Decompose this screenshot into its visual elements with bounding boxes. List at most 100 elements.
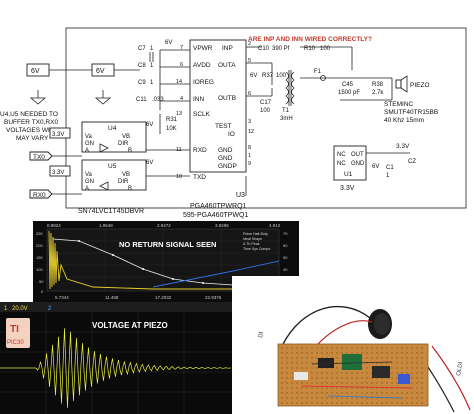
- oscilloscope-capture: 1 20.0V 2 TI PIC30 VOLTAGE AT PIEZO: [0, 302, 232, 414]
- u3-pinnum: 2: [248, 41, 251, 47]
- svg-text:3mH: 3mH: [280, 116, 293, 122]
- u3-pinnum: 3: [248, 119, 251, 125]
- u5-ref: U5: [108, 163, 117, 170]
- threshold-curve: [52, 238, 279, 286]
- u4-pin: DIR: [118, 141, 129, 147]
- u1-pin: NC: [337, 161, 346, 167]
- u5-pin: A: [85, 186, 89, 192]
- u3-pin-sclk: SCLK: [193, 111, 211, 118]
- scope-ch1-index: 1: [4, 306, 8, 312]
- u3-pinnum: 10: [176, 174, 182, 180]
- resistor-r10-value: 100: [320, 46, 331, 52]
- capacitor-c17: C17: [260, 100, 272, 106]
- svg-text:.033: .033: [152, 97, 164, 103]
- svg-text:3.3V: 3.3V: [52, 132, 64, 138]
- u5-pin: DIR: [118, 179, 129, 185]
- capacitor-c11: C11 .033: [136, 97, 164, 103]
- ti-sticker: TI PIC30: [6, 318, 30, 348]
- plot-top-tick: 2.9472: [157, 223, 171, 228]
- ground-symbol: [29, 90, 47, 105]
- capacitor-c7: C7 1: [138, 46, 154, 62]
- resistor-r38: R38: [372, 82, 384, 88]
- u4-pin: GN: [85, 141, 94, 147]
- transformer-6v-label: 6V: [250, 73, 257, 79]
- u3-pin-rxd: RXD: [193, 147, 207, 154]
- u3-pinnum: 9: [248, 161, 251, 167]
- rail-3v3-out: 3.3V: [396, 143, 410, 150]
- capacitor-c45-value: 1500 pF: [338, 90, 360, 96]
- capacitor-c1-value: 1: [386, 173, 390, 179]
- svg-text:1: 1: [150, 63, 154, 69]
- plot-left-tick: 200: [36, 243, 43, 248]
- buffer-part: SN74LVC1T45DBVR: [78, 208, 144, 215]
- plot-right-tick: 50: [283, 255, 288, 260]
- buffer-note-line2: BUFFER TX0,RX0: [4, 119, 58, 126]
- signal-rx0: [29, 189, 53, 199]
- buffer-note-line3: VOLTAGES WHICH: [6, 127, 64, 134]
- capacitor-c10: C10: [258, 46, 270, 52]
- u1-pin: OUT: [351, 152, 364, 158]
- buffer-note-line1: U4,U5 NEEDED TO: [0, 111, 58, 118]
- scope-ch1-scale: 20.0V: [12, 306, 28, 312]
- plot-left-tick: 150: [36, 255, 43, 260]
- signal-tx0: [29, 151, 53, 161]
- u3-pinnum: 4: [180, 96, 183, 102]
- svg-text:1: 1: [150, 80, 154, 86]
- resistor-r31: R31 10K: [159, 114, 178, 134]
- rail-6v-top: 6V: [165, 40, 172, 46]
- ground-symbol: [94, 90, 112, 105]
- svg-text:R31: R31: [166, 117, 178, 123]
- plot-grid: [47, 229, 279, 291]
- svg-text:C7: C7: [138, 46, 146, 52]
- plot-top-tick: 0.9824: [47, 223, 61, 228]
- piezo-transducer-icon: [368, 309, 392, 339]
- cable: [281, 305, 371, 347]
- capacitor-c1: C1: [386, 165, 394, 171]
- u4-pin: VB: [122, 134, 130, 140]
- u5-pin: VB: [122, 172, 130, 178]
- ic-chip-icon: [372, 366, 390, 378]
- u3-pin-inn: INN: [193, 96, 205, 103]
- u4-pin: Va: [85, 134, 93, 140]
- chip-u3: [189, 39, 247, 173]
- u4-pin: A: [85, 148, 89, 154]
- rail-3v3-u5: [49, 165, 71, 177]
- u5-pin: GN: [85, 179, 94, 185]
- component-icon: [398, 374, 410, 384]
- rail-3v3-u4: [49, 127, 71, 139]
- svg-text:RX0: RX0: [33, 192, 46, 199]
- buffer-arrow-icon: [99, 181, 109, 191]
- plot-bottom-tick: 11.468: [105, 295, 119, 300]
- u3-pin-ioreg: IOREG: [193, 79, 214, 86]
- protoboard: [277, 343, 429, 407]
- u3-part2: 595-PGA460TPWQ1: [183, 212, 248, 219]
- scope-title: VOLTAGE AT PIEZO: [92, 321, 168, 330]
- svg-text:C8: C8: [138, 63, 146, 69]
- u3-pinnum: 7: [180, 45, 183, 51]
- plot-bottom-tick: 22.9376: [205, 295, 222, 300]
- svg-text:Pulse Half-Duty: Pulse Half-Duty: [243, 232, 268, 236]
- u3-pin-gnd1: GND: [218, 147, 233, 154]
- plot-top-tick: 3.9296: [215, 223, 229, 228]
- resistor-r10: R10: [304, 46, 316, 52]
- u1-value: 3.3V: [340, 185, 355, 192]
- svg-text:Ideal Shape: Ideal Shape: [243, 237, 262, 241]
- plot-title: NO RETURN SIGNAL SEEN: [119, 240, 216, 249]
- u3-pin-gnd2: GND: [218, 155, 233, 162]
- plot-left-tick: 250: [36, 231, 43, 236]
- capacitor-icon: [294, 372, 308, 380]
- plot-left-tick: 50: [39, 279, 44, 284]
- u3-pinnum: 8: [248, 145, 251, 151]
- piezo-part: SMUTF40TR15BB: [384, 109, 438, 116]
- u3-ref: U3: [236, 192, 245, 199]
- resistor-r38-value: 2.7k: [372, 90, 384, 96]
- plot-top-tick: 4.912: [269, 223, 281, 228]
- u3-pin-test: TEST: [215, 123, 232, 130]
- fuse-symbol: [320, 75, 326, 81]
- u3-pinnum: 14: [176, 79, 182, 85]
- capacitor-c8: C8 1: [138, 63, 154, 69]
- transformer-t1: T1 3mH: [280, 70, 295, 122]
- u3-pinnum: 13: [176, 111, 182, 117]
- board-outline: [65, 27, 467, 209]
- svg-text:Time Sys Compo: Time Sys Compo: [243, 247, 270, 251]
